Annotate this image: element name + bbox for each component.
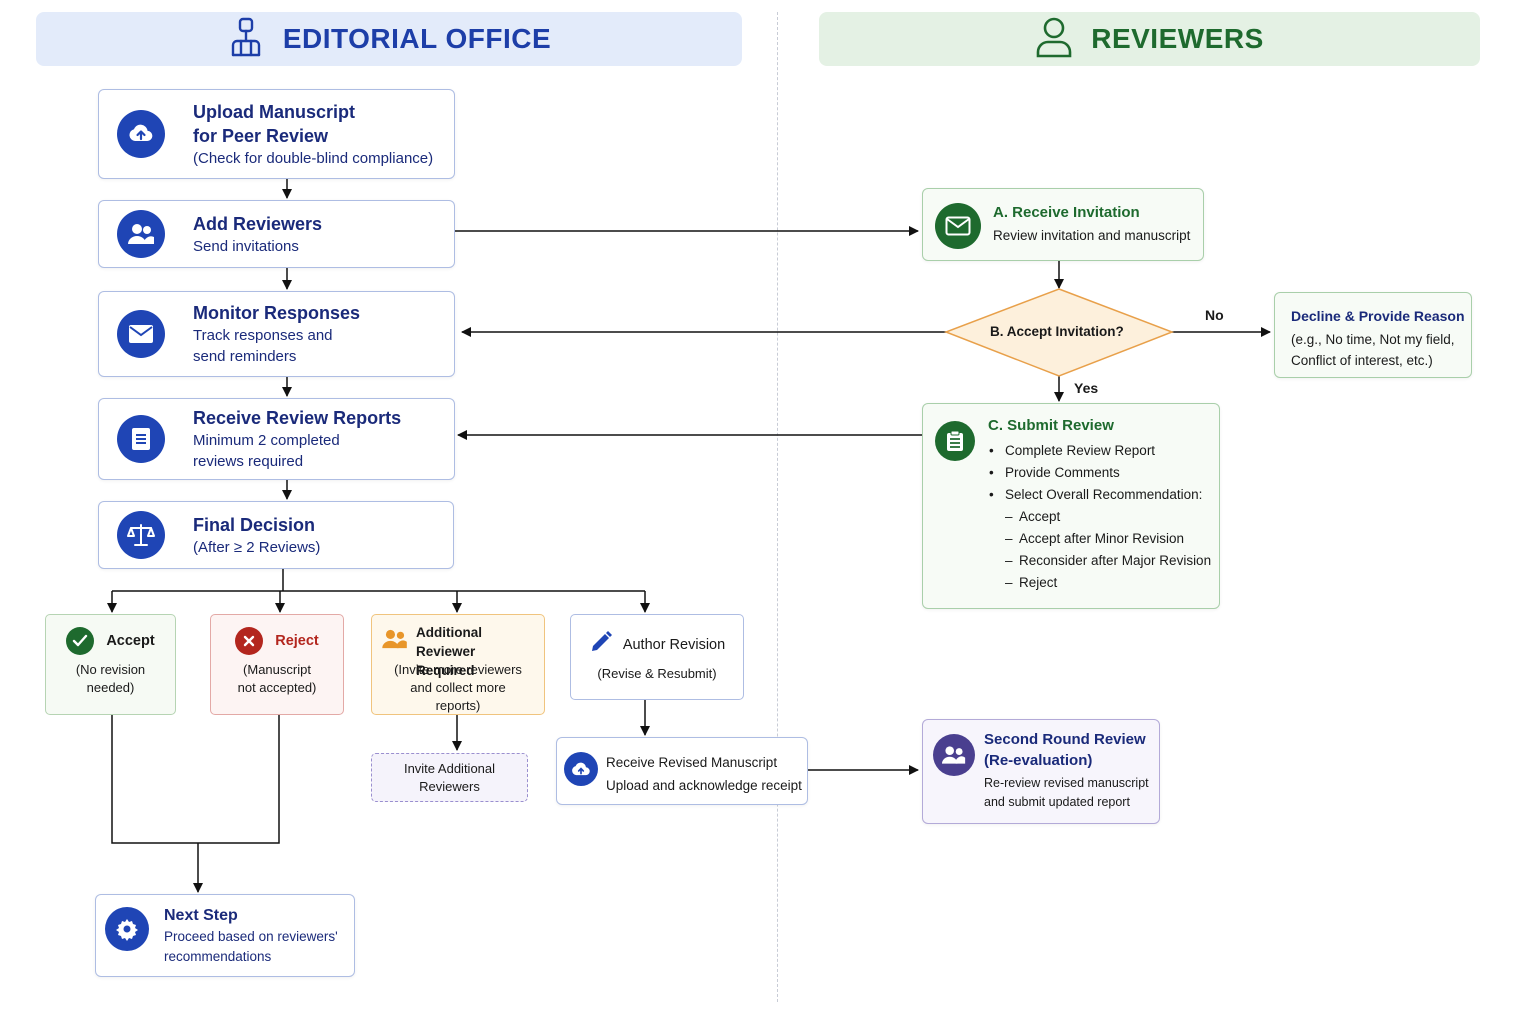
receive-review-reports-step[interactable]: Receive Review Reports Minimum 2 complet… — [98, 398, 455, 480]
submit-review-step[interactable]: C. Submit Review Complete Review Report … — [922, 403, 1220, 609]
monitor-title: Monitor Responses — [193, 303, 361, 323]
next-step-title: Next Step — [164, 907, 238, 924]
decline-step[interactable]: Decline & Provide Reason (e.g., No time,… — [1274, 292, 1472, 378]
add-reviewers-note: Send invitations — [193, 237, 299, 255]
second-round-title-line1: Second Round Review — [984, 731, 1146, 748]
editor-person-icon — [227, 17, 265, 62]
reviewers-title: REVIEWERS — [1091, 23, 1264, 54]
reject-title: Reject — [275, 633, 319, 649]
accept-line1: (No revision — [75, 662, 146, 677]
cloud-upload-icon — [564, 752, 598, 786]
next-step-note-line2: recommendations — [164, 949, 272, 964]
reject-line1: (Manuscript — [243, 662, 311, 677]
accept-title: Accept — [106, 633, 155, 649]
decline-title: Decline & Provide Reason — [1291, 308, 1465, 324]
second-round-title-line2: (Re-evaluation) — [984, 752, 1093, 769]
editorial-office-title: EDITORIAL OFFICE — [282, 23, 552, 54]
reviewers-header: REVIEWERS — [819, 12, 1480, 66]
upload-title-line2: for Peer Review — [193, 125, 329, 146]
recommendation-options: Accept Accept after Minor Revision Recon… — [985, 506, 1211, 594]
reviewer-person-icon — [1035, 16, 1073, 63]
accept-invitation-question: B. Accept Invitation? — [990, 324, 1124, 339]
accept-line2: needed) — [86, 680, 135, 695]
editorial-office-header: EDITORIAL OFFICE — [36, 12, 742, 66]
add-reviewers-title: Add Reviewers — [193, 213, 323, 234]
recommendation-item: Reconsider after Major Revision — [985, 550, 1211, 572]
scales-icon — [117, 511, 165, 559]
author-revision-outcome[interactable]: Author Revision (Revise & Resubmit) — [570, 614, 744, 700]
x-icon — [235, 627, 264, 655]
second-round-note-line2: and submit updated report — [984, 795, 1130, 809]
author-revision-line1: (Revise & Resubmit) — [597, 666, 717, 681]
clipboard-icon — [935, 421, 975, 461]
additional-reviewer-outcome[interactable]: Additional Reviewer Required (Invite mor… — [371, 614, 545, 715]
users-icon — [382, 629, 408, 654]
monitor-responses-step[interactable]: Monitor Responses Track responses and se… — [98, 291, 455, 377]
monitor-note-line2: send reminders — [193, 348, 297, 365]
recommendation-item: Accept — [985, 506, 1211, 528]
decline-line2: Conflict of interest, etc.) — [1291, 353, 1433, 368]
second-round-review-step[interactable]: Second Round Review (Re-evaluation) Re-r… — [922, 719, 1160, 824]
invite-additional-reviewers[interactable]: Invite Additional Reviewers — [371, 753, 528, 802]
bullet-item: Complete Review Report — [985, 440, 1211, 462]
receive-invitation-note: Review invitation and manuscript — [993, 228, 1191, 243]
receive-revised-note: Upload and acknowledge receipt — [606, 778, 802, 793]
second-round-note-line1: Re-review revised manuscript — [984, 776, 1149, 790]
submit-review-bullets: Complete Review Report Provide Comments … — [985, 440, 1211, 506]
accept-outcome[interactable]: Accept (No revision needed) — [45, 614, 176, 715]
receive-invitation-step[interactable]: A. Receive Invitation Review invitation … — [922, 188, 1204, 261]
yes-label: Yes — [1074, 380, 1099, 396]
final-decision-step[interactable]: Final Decision (After ≥ 2 Reviews) — [98, 501, 454, 569]
recommendation-item: Reject — [985, 572, 1211, 594]
invite-line1: Invite Additional — [403, 761, 496, 776]
add-reviewers-step[interactable]: Add Reviewers Send invitations — [98, 200, 455, 268]
recommendation-item: Accept after Minor Revision — [985, 528, 1211, 550]
next-step-note-line1: Proceed based on reviewers' — [164, 929, 338, 944]
envelope-icon — [117, 310, 165, 358]
users-icon — [933, 734, 975, 776]
document-icon — [117, 415, 165, 463]
upload-note: (Check for double-blind compliance) — [193, 149, 434, 167]
receive-reports-note-line1: Minimum 2 completed — [193, 432, 340, 449]
receive-revised-title: Receive Revised Manuscript — [606, 755, 778, 770]
submit-review-title: C. Submit Review — [988, 417, 1114, 434]
next-step[interactable]: Next Step Proceed based on reviewers' re… — [95, 894, 355, 977]
gear-icon — [105, 907, 149, 951]
envelope-icon — [935, 203, 981, 249]
bullet-item: Provide Comments — [985, 462, 1211, 484]
users-icon — [117, 210, 165, 258]
additional-line2: and collect more — [410, 680, 506, 695]
reject-line2: not accepted) — [237, 680, 317, 695]
reject-outcome[interactable]: Reject (Manuscript not accepted) — [210, 614, 344, 715]
bullet-item: Select Overall Recommendation: — [985, 484, 1211, 506]
no-label: No — [1205, 307, 1224, 323]
additional-title-line1: Additional Reviewer — [416, 625, 482, 659]
receive-reports-title: Receive Review Reports — [193, 408, 402, 428]
final-decision-note: (After ≥ 2 Reviews) — [193, 538, 321, 556]
additional-title-line2: Required — [416, 663, 475, 678]
pencil-icon — [589, 630, 613, 659]
decline-line1: (e.g., No time, Not my field, — [1291, 332, 1455, 347]
invite-line2: Reviewers — [419, 779, 480, 794]
cloud-upload-icon — [117, 110, 165, 158]
additional-line3: reports) — [435, 698, 481, 713]
author-revision-title: Author Revision — [622, 636, 726, 653]
additional-line1: (Invite more reviewers — [394, 662, 522, 677]
upload-manuscript-step[interactable]: Upload Manuscript for Peer Review (Check… — [98, 89, 455, 179]
receive-reports-note-line2: reviews required — [193, 453, 304, 470]
final-decision-title: Final Decision — [193, 514, 316, 535]
receive-revised-manuscript[interactable]: Receive Revised Manuscript Upload and ac… — [556, 737, 808, 805]
upload-title-line1: Upload Manuscript — [193, 101, 356, 122]
check-icon — [66, 627, 95, 655]
lane-divider — [777, 12, 778, 1002]
monitor-note-line1: Track responses and — [193, 327, 333, 344]
receive-invitation-title: A. Receive Invitation — [993, 204, 1140, 221]
